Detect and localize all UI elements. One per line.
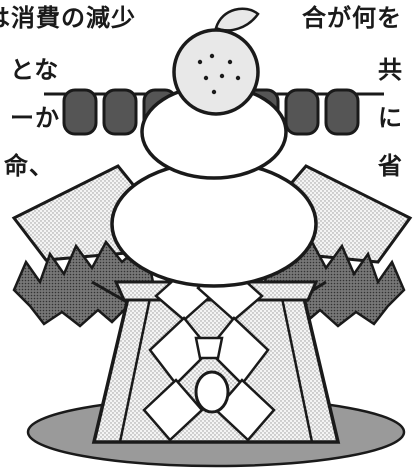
tangerine [172,28,260,116]
text-fragment-line4-right: 省 [378,151,403,180]
stand-panel-line-left [118,297,152,443]
text-fragment-line3-left: ーか [10,103,60,132]
text-fragment-line1-right: 合が何を [302,3,402,32]
shide-paper [142,258,276,442]
text-fragment-line3-right: に [378,103,403,132]
text-fragment-line4-left: 命、 [4,151,54,180]
tangerine-dots [197,53,241,95]
text-fragment-line2-right: 共 [378,55,403,84]
mochi-bottom [110,160,318,288]
tangerine-leaf [214,7,260,32]
text-fragment-line1-left: は消費の減少 [0,3,136,32]
stand-panel-line-right [280,297,314,443]
text-fragment-line2-left: とな [10,55,60,84]
stand-body [91,296,341,444]
stand-hole [194,370,230,414]
